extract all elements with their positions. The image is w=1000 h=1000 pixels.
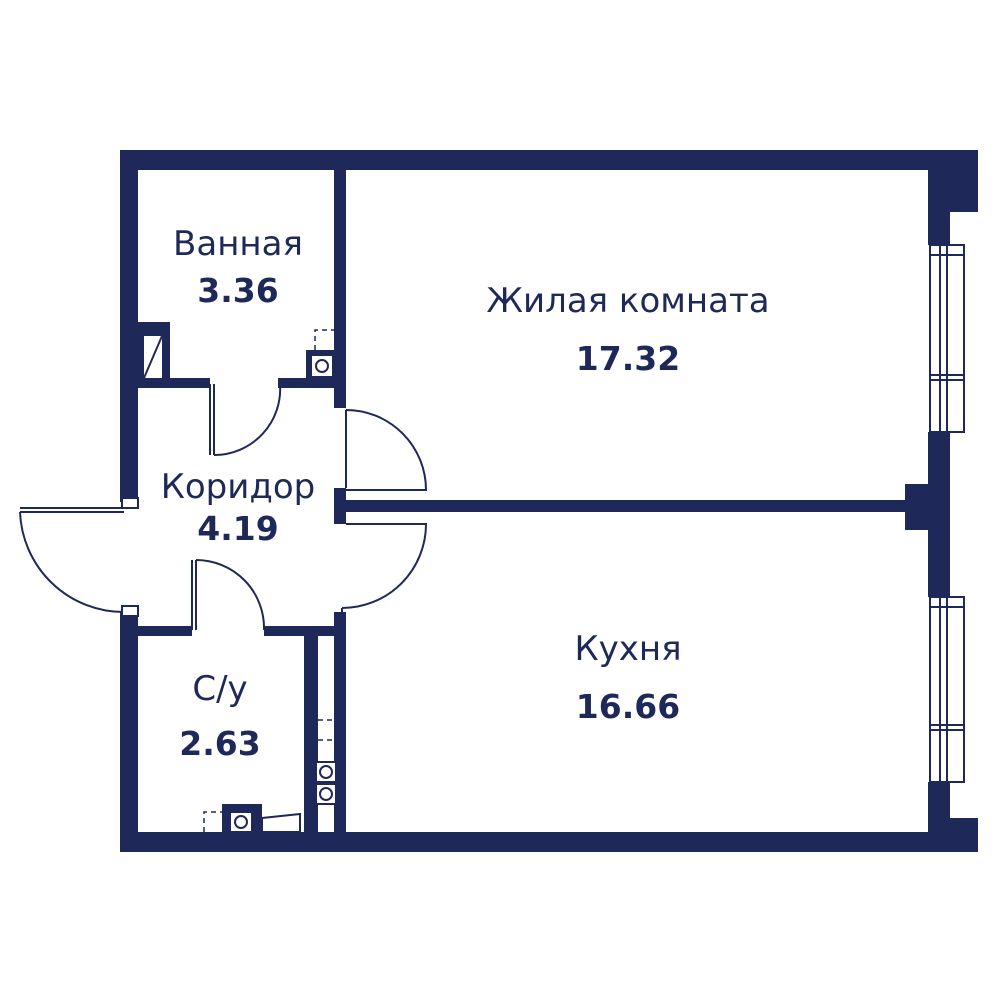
doors — [19, 383, 428, 631]
wall-wc-top-left — [138, 626, 192, 636]
wall-right-bottom-notch — [950, 818, 978, 852]
window-upper — [929, 244, 965, 433]
shaft-wc — [304, 636, 318, 832]
door-kitchen — [341, 523, 428, 612]
wall-wc-top-right — [264, 626, 346, 636]
door-wc — [191, 559, 266, 631]
door-bathroom — [209, 383, 282, 457]
room-name-wc: С/у — [192, 669, 247, 709]
room-area-kitchen: 16.66 — [576, 687, 680, 726]
wall-left-lower — [120, 612, 138, 852]
column — [905, 484, 950, 530]
room-name-corridor: Коридор — [161, 467, 316, 507]
wall-right-top-notch — [950, 150, 978, 212]
wall-living-kitchen — [334, 500, 905, 512]
outer-walls — [120, 150, 978, 852]
room-name-living-room: Жилая комната — [486, 281, 769, 321]
wall-top — [120, 150, 950, 170]
door-entrance — [19, 497, 139, 617]
wall-right-top-pier — [928, 150, 950, 245]
window-lower — [929, 596, 965, 783]
wall-stub — [334, 488, 346, 524]
wall-bottom — [120, 832, 950, 852]
room-area-wc: 2.63 — [179, 724, 260, 763]
wall-left-upper — [120, 150, 138, 502]
room-name-kitchen: Кухня — [574, 629, 681, 669]
room-area-bathroom: 3.36 — [197, 271, 278, 310]
door-living-room — [345, 409, 428, 491]
wall-bath-living — [334, 170, 346, 408]
wall-right-bottom-pier — [928, 782, 950, 852]
interior-walls — [138, 170, 905, 834]
room-area-living-room: 17.32 — [576, 339, 680, 378]
room-area-corridor: 4.19 — [197, 509, 278, 548]
wall-bath-bottom-left — [138, 378, 210, 388]
room-name-bathroom: Ванная — [173, 224, 303, 264]
wall-bath-bottom-right — [278, 378, 346, 388]
